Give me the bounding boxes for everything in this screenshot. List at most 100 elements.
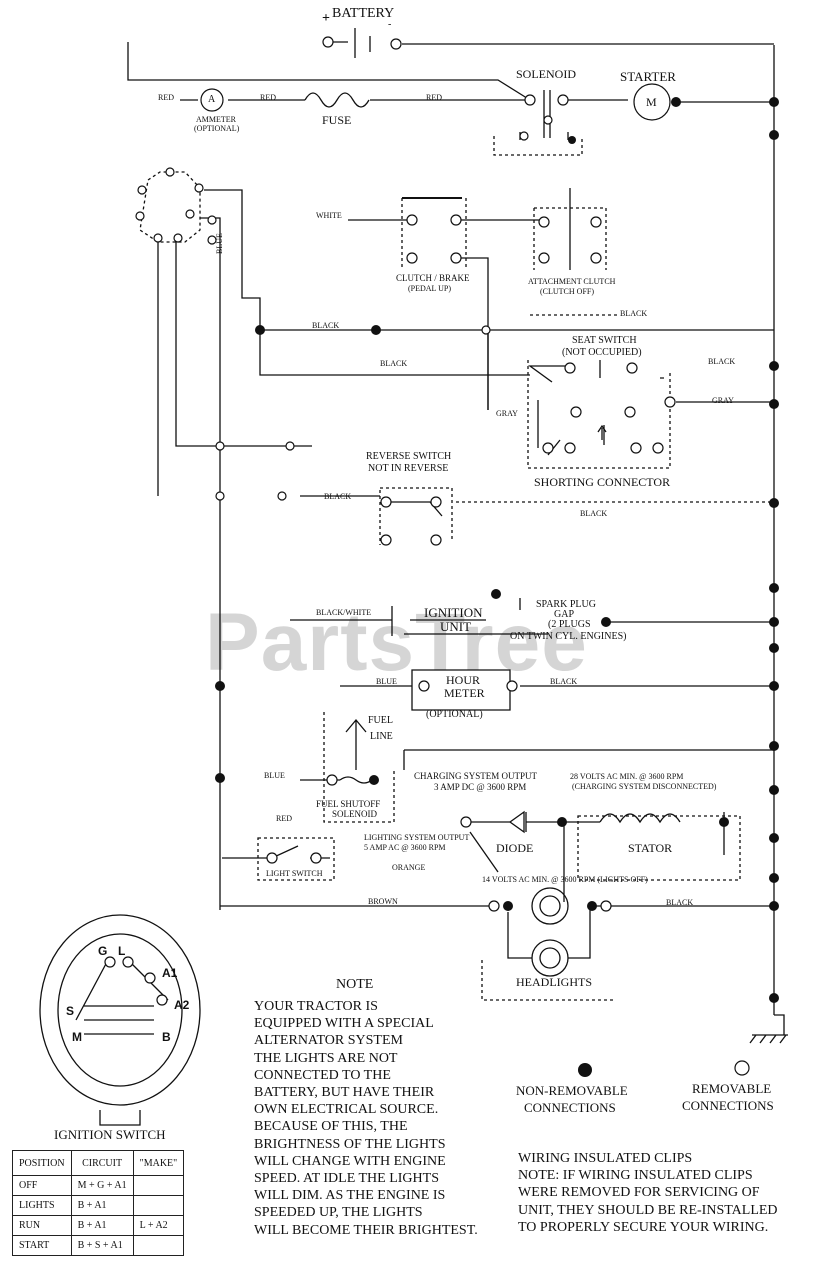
- note-line: OWN ELECTRICAL SOURCE.: [254, 1102, 439, 1118]
- ignition-terminal-m: M: [72, 1030, 82, 1044]
- ignition-terminal-b: B: [162, 1030, 171, 1044]
- starter-wire: [568, 99, 774, 103]
- spark-plug-label: SPARK PLUG: [536, 599, 596, 610]
- connection-ring: [200, 88, 224, 112]
- note-line: YOUR TRACTOR IS: [254, 999, 378, 1014]
- connection-ring: [524, 94, 536, 106]
- connection-ring: [450, 214, 462, 226]
- connection-dot: [215, 681, 225, 691]
- note-line: BECAUSE OF THIS, THE: [254, 1119, 408, 1135]
- table-cell-position: RUN: [12, 1215, 72, 1236]
- legend-non-removable-dot: [578, 1063, 592, 1077]
- table-cell-extra: [132, 1175, 185, 1196]
- connection-ring: [266, 852, 278, 864]
- table-header-circuit: CIRCUIT: [70, 1150, 134, 1176]
- fuel-line-label: FUEL: [368, 715, 393, 726]
- connection-dot: [587, 901, 597, 911]
- connection-ring: [430, 496, 442, 508]
- battery-negative-wire: [127, 41, 531, 101]
- lights-off-volts: 14 VOLTS AC MIN. @ 3600 RPM (LIGHTS OFF): [482, 875, 648, 884]
- ignition-terminal-a2: A2: [174, 998, 190, 1012]
- connection-ring: [406, 214, 418, 226]
- ignition-switch-label: IGNITION SWITCH: [54, 1127, 166, 1142]
- connection-ring: [542, 442, 554, 454]
- connection-ring: [570, 406, 582, 418]
- connection-ring: [460, 816, 472, 828]
- ammeter-symbol: A: [208, 94, 216, 105]
- connection-ring: [564, 442, 576, 454]
- connection-ring: [538, 252, 550, 264]
- wire-color-label: BROWN: [368, 897, 398, 906]
- note-line: ALTERNATOR SYSTEM: [254, 1033, 403, 1049]
- connection-ring: [207, 235, 217, 245]
- connection-dot: [369, 775, 379, 785]
- connection-ring: [326, 774, 338, 786]
- connection-ring: [481, 325, 491, 335]
- fuse-label: FUSE: [322, 113, 352, 127]
- note-line: BATTERY, BUT HAVE THEIR: [254, 1085, 435, 1101]
- connection-ring: [664, 396, 676, 408]
- table-cell-position: LIGHTS: [12, 1195, 72, 1216]
- note-line: SPEED. AT IDLE THE LIGHTS: [254, 1171, 439, 1187]
- connection-dot: [769, 97, 779, 107]
- connection-ring: [277, 491, 287, 501]
- connection-ring: [590, 252, 602, 264]
- connection-dot: [769, 617, 779, 627]
- wiring-clips-note: WIRING INSULATED CLIPS NOTE: IF WIRING I…: [518, 1150, 778, 1236]
- clips-note-line: WERE REMOVED FOR SERVICING OF: [518, 1185, 760, 1201]
- wire-color-label: BLACK: [550, 677, 578, 686]
- clutch-brake-label: CLUTCH / BRAKE: [396, 273, 470, 283]
- note-line: WILL DIM. AS THE ENGINE IS: [254, 1188, 446, 1204]
- ignition-position-table: POSITION CIRCUIT "MAKE" OFF M + G + A1 L…: [12, 1150, 185, 1256]
- connection-dot: [371, 325, 381, 335]
- connection-dot: [769, 833, 779, 843]
- table-row: START B + S + A1: [12, 1235, 185, 1256]
- attachment-clutch-label: ATTACHMENT CLUTCH: [528, 277, 616, 286]
- wire-color-label: BLACK: [312, 321, 340, 330]
- table-row: LIGHTS B + A1: [12, 1195, 185, 1216]
- table-cell-circuit: B + A1: [70, 1215, 134, 1236]
- connection-dot: [255, 325, 265, 335]
- connection-ring: [564, 362, 576, 374]
- table-cell-circuit: M + G + A1: [70, 1175, 134, 1196]
- wire-color-label: BLACK: [666, 898, 694, 907]
- connection-ring: [137, 185, 147, 195]
- diode-label: DIODE: [496, 841, 534, 855]
- connection-ring: [543, 115, 553, 125]
- table-cell-position: OFF: [12, 1175, 72, 1196]
- ignition-terminal-l: L: [118, 944, 126, 958]
- ignition-unit-label: IGNITION: [424, 605, 483, 620]
- connection-dot: [719, 817, 729, 827]
- shorting-connector-label: SHORTING CONNECTOR: [534, 475, 671, 489]
- connection-dot: [671, 97, 681, 107]
- connection-dot: [769, 361, 779, 371]
- connection-ring: [626, 362, 638, 374]
- hour-meter-label: HOUR: [446, 673, 481, 687]
- ignition-terminal: [104, 956, 116, 968]
- alternator-note: YOUR TRACTOR IS EQUIPPED WITH A SPECIAL …: [254, 998, 478, 1239]
- connection-dot: [491, 589, 501, 599]
- lighting-output-value: 5 AMP AC @ 3600 RPM: [364, 843, 446, 852]
- connection-ring: [624, 406, 636, 418]
- hour-meter-optional: (OPTIONAL): [426, 709, 483, 720]
- ignition-terminal-g: G: [98, 944, 108, 958]
- table-row: RUN B + A1 L + A2: [12, 1215, 185, 1236]
- clips-note-line: TO PROPERLY SECURE YOUR WIRING.: [518, 1219, 769, 1235]
- ammeter-label: AMMETER: [196, 115, 236, 124]
- connection-ring: [600, 900, 612, 912]
- connection-dot: [568, 136, 576, 144]
- wire-color-label: BLACK: [708, 357, 736, 366]
- connection-dot: [769, 741, 779, 751]
- note-line: WILL CHANGE WITH ENGINE: [254, 1153, 446, 1169]
- legend-non-removable-label: NON-REMOVABLE: [516, 1083, 628, 1098]
- light-switch-label: LIGHT SWITCH: [266, 869, 323, 878]
- table-cell-extra: [132, 1195, 185, 1216]
- connection-ring: [519, 131, 529, 141]
- connection-ring: [310, 852, 322, 864]
- connection-ring: [538, 216, 550, 228]
- ignition-terminal-a1: A1: [162, 966, 178, 980]
- connection-ring: [173, 233, 183, 243]
- connection-ring: [215, 441, 225, 451]
- wire-color-label: BLACK/WHITE: [316, 608, 372, 617]
